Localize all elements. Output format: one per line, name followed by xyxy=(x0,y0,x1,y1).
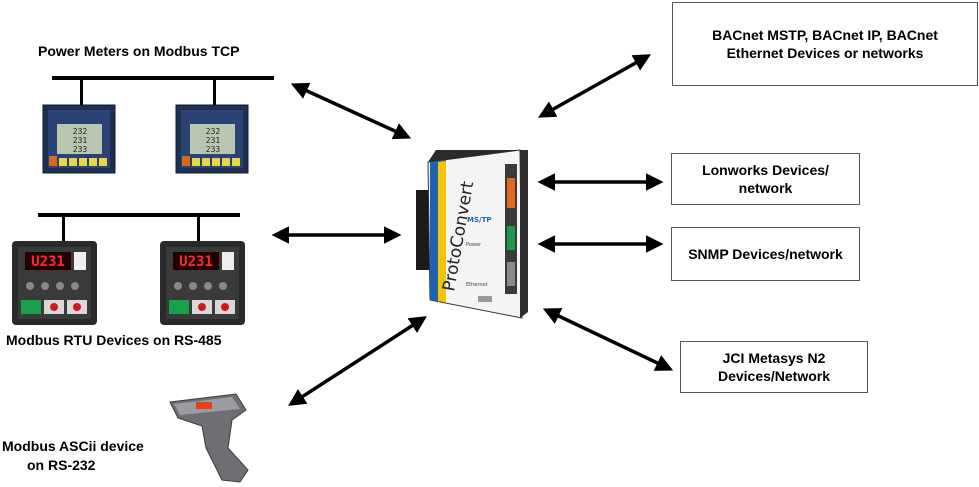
modbus-tcp-bus xyxy=(52,76,274,80)
modbus-tcp-drop-2 xyxy=(213,78,216,108)
modbus-tcp-label: Power Meters on Modbus TCP xyxy=(38,43,240,59)
rtu-controller-icon: U231 xyxy=(160,241,245,325)
bacnet-line2: Ethernet Devices or networks xyxy=(726,45,924,61)
modbus-tcp-drop-1 xyxy=(80,78,83,108)
lonworks-line1: Lonworks Devices/ xyxy=(702,162,829,178)
power-meter-icon: 232 231 233 xyxy=(175,104,249,174)
meter2-reading1: 232 xyxy=(206,127,221,136)
rs485-bus xyxy=(38,213,240,217)
snmp-box: SNMP Devices/network xyxy=(671,227,860,281)
gateway-port-power: Power xyxy=(466,242,482,248)
meter2-reading2: 231 xyxy=(206,136,221,145)
barcode-scanner-icon xyxy=(169,393,249,483)
modbus-rtu-label: Modbus RTU Devices on RS-485 xyxy=(6,332,222,348)
arrow-jci xyxy=(542,308,674,371)
bacnet-box: BACnet MSTP, BACnet IP, BACnet Ethernet … xyxy=(672,2,978,86)
meter1-reading1: 232 xyxy=(73,127,88,136)
lonworks-line2: network xyxy=(738,180,793,196)
arrow-bacnet xyxy=(537,54,652,118)
ascii-label-line1: Modbus ASCii device xyxy=(2,438,144,454)
rtu-controller-icon: U231 xyxy=(12,241,97,325)
rtu2-display: U231 xyxy=(179,254,213,270)
ascii-label-line2: on RS-232 xyxy=(27,457,96,473)
gateway-port-ethernet: Ethernet xyxy=(466,282,488,288)
lonworks-box: Lonworks Devices/ network xyxy=(671,153,860,205)
jci-line2: Devices/Network xyxy=(717,368,831,384)
meter1-reading2: 231 xyxy=(73,136,88,145)
jci-box: JCI Metasys N2 Devices/Network xyxy=(680,341,868,393)
bacnet-line1: BACnet MSTP, BACnet IP, BACnet xyxy=(712,27,938,43)
rs485-drop-1 xyxy=(62,215,65,243)
jci-line1: JCI Metasys N2 xyxy=(722,350,826,366)
rs485-drop-2 xyxy=(197,215,200,243)
arrow-modbus-ascii xyxy=(288,316,427,406)
meter1-reading3: 233 xyxy=(73,145,88,154)
gateway-device-icon: ProtoConvert MS/TP Power Ethernet xyxy=(416,149,528,319)
power-meter-icon: 232 231 233 xyxy=(42,104,116,174)
gateway-protocol: MS/TP xyxy=(467,216,491,224)
snmp-label: SNMP Devices/network xyxy=(688,246,843,262)
meter2-reading3: 233 xyxy=(206,145,221,154)
rtu1-display: U231 xyxy=(31,254,65,270)
arrow-modbus-tcp xyxy=(290,82,412,140)
